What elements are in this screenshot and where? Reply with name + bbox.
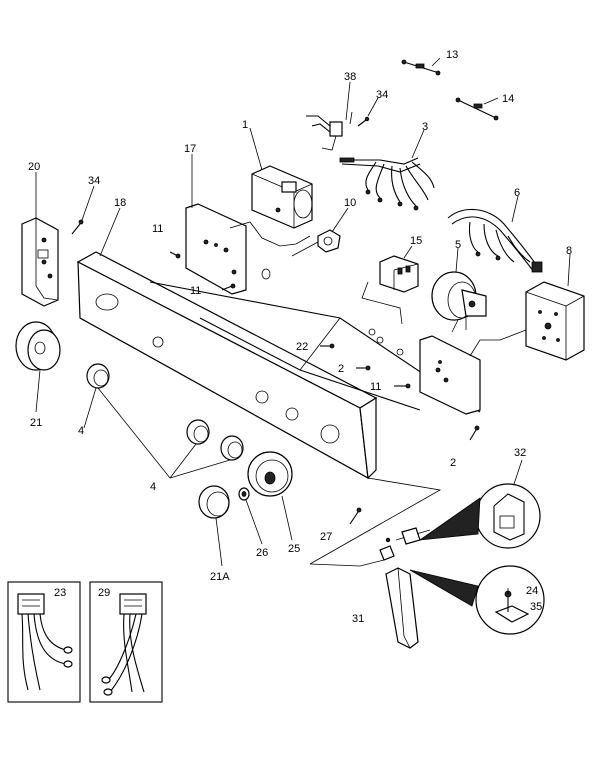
inset-box-29 [89,581,163,703]
water-level-switch-5 [431,271,487,333]
label-20: 20 [28,161,40,173]
label-13: 13 [446,49,458,61]
label-17: 17 [184,143,196,155]
label-24: 24 [526,585,538,597]
end-cap-20 [21,217,59,307]
right-bracket [419,335,481,415]
knob-25 [247,451,293,497]
label-6: 6 [514,187,520,199]
label-21: 21 [30,417,42,429]
terminal-block-15 [361,255,419,325]
label-34-top: 34 [376,89,388,101]
label-4-a: 4 [78,425,84,437]
label-29: 29 [98,587,110,599]
detail-callout-35 [409,565,545,635]
screw-34-left [71,219,84,235]
knob-21a [198,485,230,519]
label-2-a: 2 [338,363,344,375]
label-18: 18 [114,197,126,209]
label-26: 26 [256,547,268,559]
label-4-b: 4 [150,481,156,493]
screws-22-2 [320,328,480,441]
switch-38 [306,111,353,151]
wire-harness-6 [447,208,543,273]
bracket-31 [379,527,421,649]
washer-26 [238,487,250,501]
label-11-b: 11 [190,285,201,297]
label-22: 22 [296,341,308,353]
screw-27 [349,507,362,525]
label-31: 31 [352,613,364,625]
label-32: 32 [514,447,526,459]
selector-switch-8 [469,281,585,361]
label-35: 35 [530,601,542,613]
left-bracket [185,203,247,295]
jumper-wire-14 [455,97,499,121]
leader-lines [35,57,571,594]
label-8: 8 [566,245,572,257]
inset-box-23 [7,581,81,703]
label-10: 10 [344,197,356,209]
knob-21 [15,321,61,371]
label-27: 27 [320,531,332,543]
label-15: 15 [410,235,422,247]
label-14: 14 [502,93,514,105]
knobs-4 [86,363,244,461]
screw-34-top [357,116,370,127]
detail-callout-32 [418,483,541,549]
label-21a: 21A [210,571,230,583]
console-panel [76,251,378,480]
reference-lines [309,477,442,567]
label-38: 38 [344,71,356,83]
screws-11 [169,251,411,389]
label-11-c: 11 [370,381,381,393]
jumper-wire-13 [401,59,441,76]
label-25: 25 [288,543,300,555]
wire-harness-3 [339,157,435,211]
timer [229,165,313,247]
label-5: 5 [455,239,461,251]
label-34-left: 34 [88,175,100,187]
part-labels: 13 14 38 34 1 3 17 20 34 18 11 10 15 5 6… [28,49,572,625]
label-3: 3 [422,121,428,133]
pressure-switch-10 [291,229,341,257]
label-11-a: 11 [152,223,163,235]
label-1: 1 [242,119,248,131]
label-2-b: 2 [450,457,456,469]
label-23: 23 [54,587,66,599]
